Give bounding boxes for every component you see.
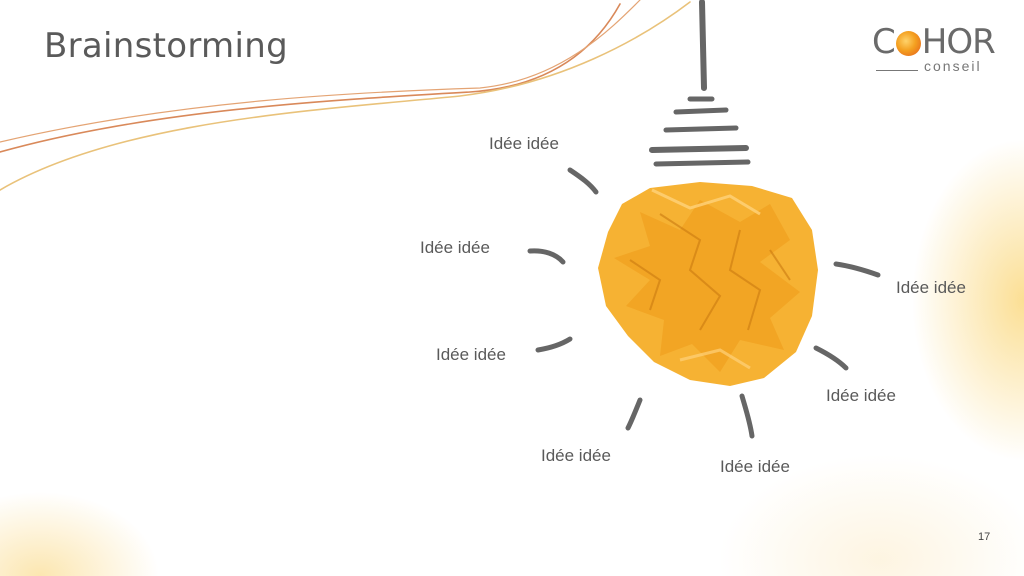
logo-divider	[876, 70, 918, 71]
logo-subtitle: conseil	[924, 58, 982, 74]
idea-rays	[527, 167, 881, 439]
cohor-logo: C HOR conseil	[866, 22, 1002, 82]
logo-sun-icon	[895, 31, 921, 56]
ribbon-lines	[0, 0, 691, 191]
idea-label: Idée idée	[896, 278, 966, 297]
idea-label: Idée idée	[420, 238, 490, 257]
idea-label: Idée idée	[436, 345, 506, 364]
page-title: Brainstorming	[44, 26, 288, 66]
paper-ball-icon	[598, 182, 818, 386]
idea-label: Idée idée	[489, 134, 559, 153]
idea-label: Idée idée	[541, 446, 611, 465]
logo-wordmark: C HOR	[872, 22, 996, 62]
logo-letters-hor: HOR	[921, 22, 996, 62]
logo-letter-c: C	[872, 22, 896, 62]
idea-label: Idée idée	[720, 457, 790, 476]
page-number: 17	[978, 531, 991, 543]
bulb-wire-sketch	[649, 0, 751, 167]
idea-label: Idée idée	[826, 386, 896, 405]
